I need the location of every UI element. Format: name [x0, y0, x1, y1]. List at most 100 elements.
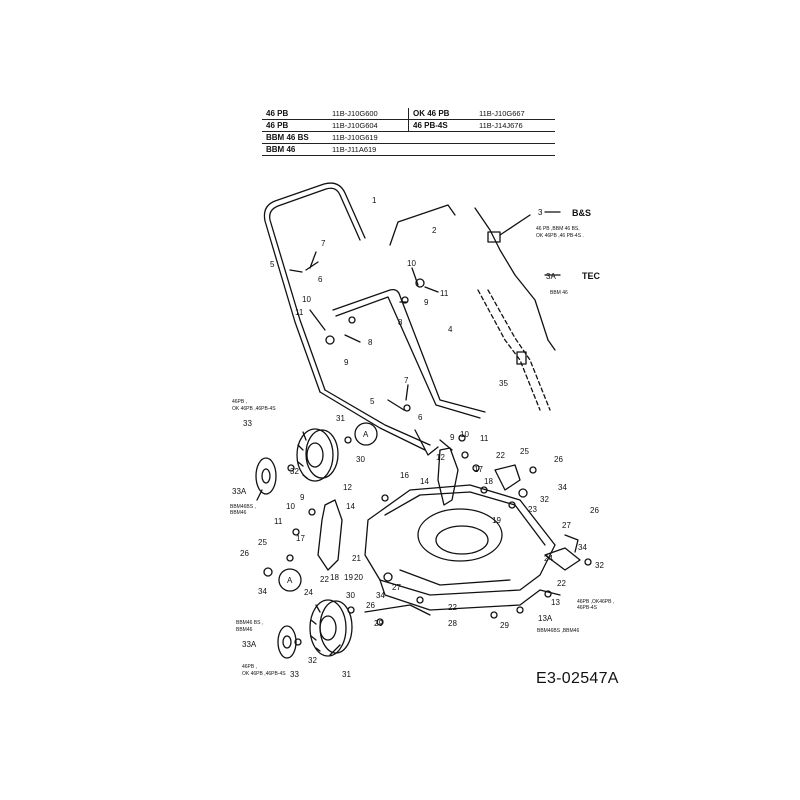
engine-note: 46 PB ,BBM 46 BS,	[536, 226, 580, 232]
callout: 34	[578, 543, 587, 552]
callout: 9	[344, 358, 349, 367]
table-row: BBM 46 11B-J11A619	[262, 144, 555, 156]
hub-cap	[255, 457, 277, 495]
callout: 9	[450, 433, 455, 442]
cable-clip	[516, 351, 527, 365]
engine-note-label: TEC	[582, 271, 601, 281]
callout: 3A	[546, 272, 556, 281]
callout: 10	[407, 259, 416, 268]
deck-note: 46PB ,OK46PB ,	[577, 599, 614, 605]
callout: 18	[484, 477, 493, 486]
callout: 29	[500, 621, 509, 630]
callout: 19	[492, 516, 501, 525]
callout: 6	[318, 275, 323, 284]
callout: 11	[480, 434, 489, 443]
callout: 27	[392, 583, 401, 592]
callout: 21	[352, 554, 361, 563]
callout: 26	[590, 506, 599, 515]
model-code: 11B-J10G667	[479, 109, 525, 118]
callout: 3	[538, 208, 543, 217]
wheel-note: OK 46PB ,46PB-4S	[232, 406, 276, 412]
callout: 12	[436, 453, 445, 462]
callout: 13A	[538, 614, 553, 623]
model-code: 11B-J11A619	[332, 145, 377, 154]
callout: 20	[354, 573, 363, 582]
callout: 24	[304, 588, 313, 597]
callout: 22	[557, 579, 566, 588]
cable-route	[477, 289, 541, 411]
model-code: 11B-J10G619	[332, 133, 378, 142]
callout: 32	[540, 495, 549, 504]
callout: 33A	[232, 487, 247, 496]
callout: 14	[420, 477, 429, 486]
callout: 30	[356, 455, 365, 464]
detail-marker-a	[278, 568, 302, 592]
callout: 18	[330, 573, 339, 582]
model-code: 11B-J10G604	[332, 121, 378, 130]
callout: 16	[400, 471, 409, 480]
model-name: BBM 46 BS	[266, 133, 309, 142]
callout: 32	[308, 656, 317, 665]
callout: 34	[258, 587, 267, 596]
model-table: 46 PB 11B-J10G600 OK 46 PB 11B-J10G667 4…	[262, 108, 555, 156]
callout: 25	[258, 538, 267, 547]
callout: 22	[448, 603, 457, 612]
callout: 30	[346, 591, 355, 600]
table-row: BBM 46 BS 11B-J10G619	[262, 132, 555, 144]
callout: 13	[551, 598, 560, 607]
deck-note: BBM46BS ,BBM46	[537, 628, 579, 634]
callout: 34	[376, 591, 385, 600]
callout: 26	[366, 601, 375, 610]
model-name: 46 PB	[266, 121, 289, 130]
engine-note-label: B&S	[572, 208, 591, 218]
height-adjuster-left	[317, 499, 343, 571]
model-code: 11B-J10G600	[332, 109, 378, 118]
callout: 6	[418, 413, 423, 422]
callout: 11	[295, 308, 304, 317]
callout: 25	[520, 447, 529, 456]
rear-wheel	[296, 428, 339, 482]
callout: 29	[374, 619, 383, 628]
lower-handle	[319, 288, 486, 456]
callout: 33	[243, 419, 252, 428]
callout: 9	[300, 493, 305, 502]
callout: 5	[370, 397, 375, 406]
callout: 22	[320, 575, 329, 584]
callout: 10	[460, 430, 469, 439]
callout: 32	[290, 467, 299, 476]
callout: 1	[372, 196, 377, 205]
model-name: 46 PB-4S	[408, 119, 475, 132]
callout: 34	[558, 483, 567, 492]
callout: 12	[343, 483, 352, 492]
callout: 9	[424, 298, 429, 307]
detail-marker-a	[354, 422, 378, 446]
model-name: 46 PB	[266, 109, 289, 118]
mower-deck	[364, 484, 556, 611]
callout: 22	[496, 451, 505, 460]
diagram-code: E3-02547A	[536, 670, 619, 687]
engine-note: BBM 46	[550, 290, 568, 296]
model-name: OK 46 PB	[408, 108, 475, 120]
callout: 2	[432, 226, 437, 235]
callout: 8	[398, 318, 403, 327]
callouts: 1 2 3 B&S 46 PB ,BBM 46 BS, OK 46PB ,46 …	[230, 196, 614, 679]
callout: 11	[440, 289, 449, 298]
control-bar	[389, 204, 456, 246]
callout: 11	[274, 517, 283, 526]
callout: 35	[499, 379, 508, 388]
wheel-note: BBM46BS ,	[230, 504, 256, 510]
callout: 17	[296, 534, 305, 543]
callout: 32	[595, 561, 604, 570]
callout: A	[363, 430, 369, 439]
axle	[364, 604, 431, 616]
callout: 26	[554, 455, 563, 464]
upper-handle	[263, 182, 366, 393]
callout: 26	[240, 549, 249, 558]
callout: 33A	[242, 640, 257, 649]
cable-clamp	[487, 231, 501, 243]
deck-note: 46PB-4S	[577, 605, 598, 611]
wheel-note: 46PB ,	[242, 664, 257, 670]
front-wheel	[309, 599, 353, 657]
